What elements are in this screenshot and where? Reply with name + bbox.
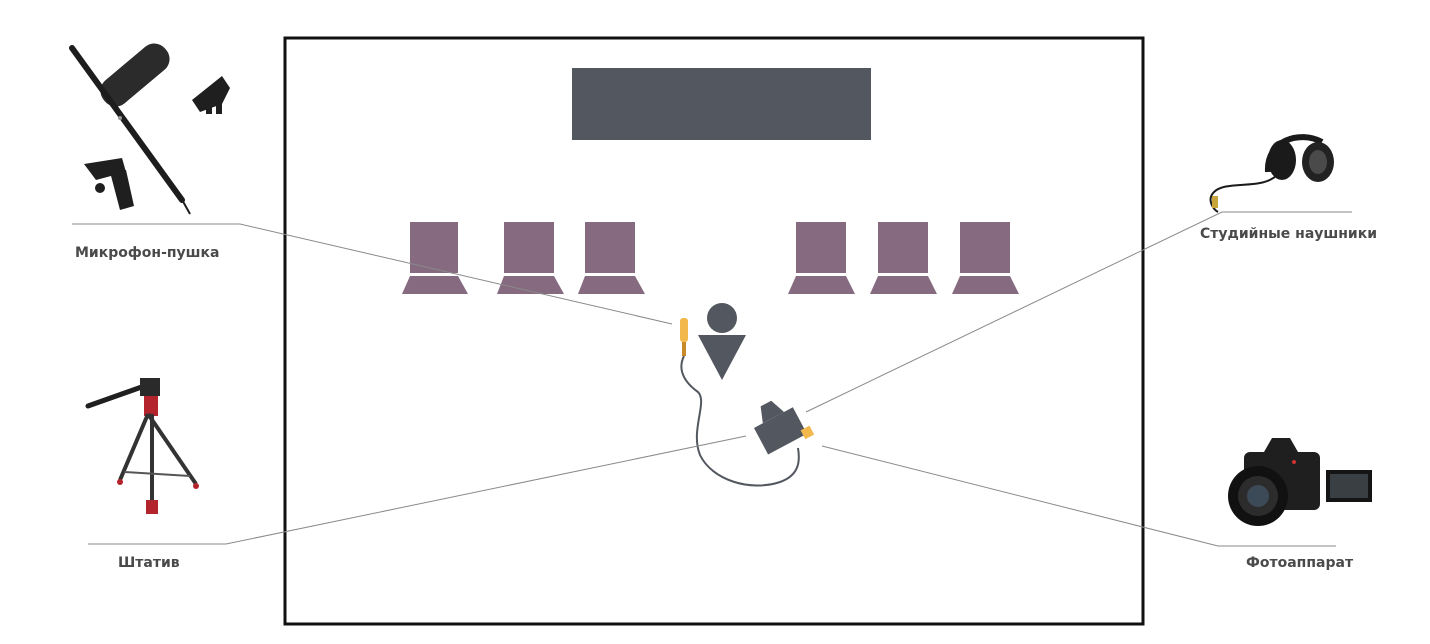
seats-group bbox=[402, 222, 1019, 294]
seat bbox=[497, 222, 564, 294]
seat bbox=[788, 222, 855, 294]
leader-lines bbox=[72, 211, 1352, 547]
mic-leader-line bbox=[72, 223, 673, 325]
headphones-label: Студийные наушники bbox=[1200, 226, 1378, 242]
presenter-figure bbox=[698, 303, 746, 380]
shotgun-mic-kit-illustration bbox=[69, 43, 230, 215]
room-outline bbox=[283, 36, 1145, 626]
tripod-leader-line bbox=[88, 435, 747, 545]
seat bbox=[578, 222, 645, 294]
camera-leader-line bbox=[821, 445, 1336, 547]
dslr-camera-illustration bbox=[1228, 438, 1372, 526]
mic-cable bbox=[680, 355, 800, 487]
headphones-leader-line bbox=[805, 211, 1352, 413]
seat bbox=[402, 222, 468, 294]
shotgun-mic-icon bbox=[680, 318, 688, 356]
mic-label: Микрофон-пушка bbox=[75, 245, 220, 261]
camera-body-icon bbox=[754, 400, 815, 455]
tripod-illustration bbox=[85, 378, 199, 514]
screen-display bbox=[572, 68, 871, 140]
tripod-label: Штатив bbox=[118, 555, 180, 571]
camera-label: Фотоаппарат bbox=[1246, 555, 1354, 571]
headphones-illustration bbox=[1209, 134, 1334, 213]
seat bbox=[870, 222, 937, 294]
seat bbox=[952, 222, 1019, 294]
